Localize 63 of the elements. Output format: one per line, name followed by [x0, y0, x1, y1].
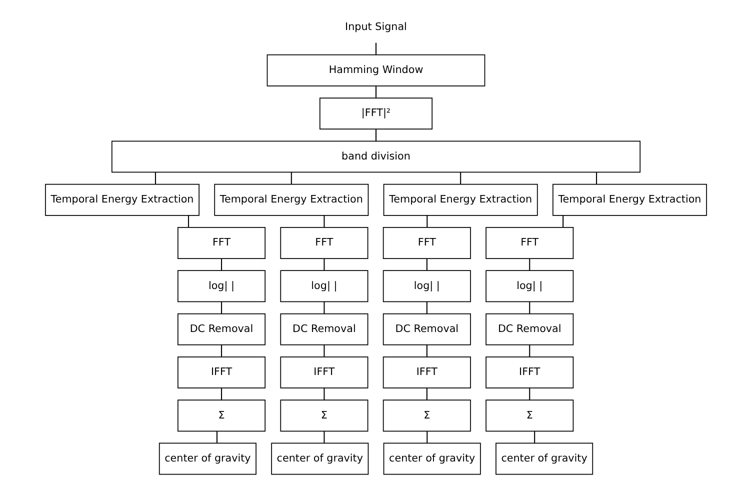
- node-box: log| |: [485, 270, 574, 302]
- connector: [323, 302, 324, 314]
- node-box: IFFT: [177, 356, 266, 388]
- node-box: center of gravity: [270, 442, 368, 475]
- connector: [216, 431, 217, 444]
- connector: [596, 172, 597, 184]
- connector: [323, 215, 324, 228]
- node-box: Σ: [280, 400, 368, 432]
- connector: [528, 258, 530, 270]
- connector: [528, 302, 530, 314]
- node-box: IFFT: [280, 356, 368, 388]
- node-box: Temporal Energy Extraction: [214, 184, 368, 216]
- connector: [374, 42, 376, 55]
- node-box: Hamming Window: [266, 54, 485, 86]
- node-box: log| |: [177, 270, 266, 302]
- node-box: Σ: [177, 400, 266, 432]
- node-box: FFT: [382, 227, 470, 259]
- connector: [220, 302, 222, 314]
- connector: [426, 302, 427, 314]
- connector: [290, 172, 292, 184]
- node-box: Σ: [382, 400, 470, 432]
- connector: [534, 431, 535, 444]
- connector: [460, 172, 461, 184]
- node-text: Input Signal: [344, 20, 406, 33]
- connector: [323, 388, 324, 400]
- node-box: Temporal Energy Extraction: [552, 184, 706, 216]
- connector: [154, 172, 156, 184]
- node-box: FFT: [280, 227, 368, 259]
- connector: [562, 215, 564, 228]
- node-box: DC Removal: [382, 313, 470, 346]
- connector: [220, 344, 222, 357]
- connector: [426, 344, 427, 357]
- node-box: IFFT: [382, 356, 470, 388]
- node-box: log| |: [280, 270, 368, 302]
- node-box: center of gravity: [495, 442, 593, 475]
- node-box: FFT: [485, 227, 574, 259]
- connector: [187, 215, 189, 228]
- node-box: DC Removal: [485, 313, 574, 346]
- node-box: |FFT|²: [318, 98, 432, 130]
- connector: [323, 431, 324, 444]
- node-box: DC Removal: [177, 313, 266, 346]
- node-box: FFT: [177, 227, 266, 259]
- node-box: Σ: [485, 400, 574, 432]
- node-box: DC Removal: [280, 313, 368, 346]
- connector: [426, 431, 428, 444]
- connector: [220, 258, 222, 270]
- connector: [528, 388, 530, 400]
- connector: [374, 86, 376, 98]
- connector: [323, 344, 324, 357]
- connector: [220, 388, 222, 400]
- connector: [528, 344, 530, 357]
- connector: [426, 388, 427, 400]
- connector: [426, 215, 428, 228]
- node-box: IFFT: [485, 356, 574, 388]
- node-box: Temporal Energy Extraction: [382, 184, 538, 216]
- connector: [374, 129, 376, 141]
- node-box: band division: [110, 140, 640, 173]
- node-box: center of gravity: [158, 442, 256, 475]
- connector: [323, 258, 324, 270]
- connector: [426, 258, 427, 270]
- node-box: Temporal Energy Extraction: [44, 184, 199, 216]
- node-box: log| |: [382, 270, 470, 302]
- node-box: center of gravity: [382, 442, 480, 475]
